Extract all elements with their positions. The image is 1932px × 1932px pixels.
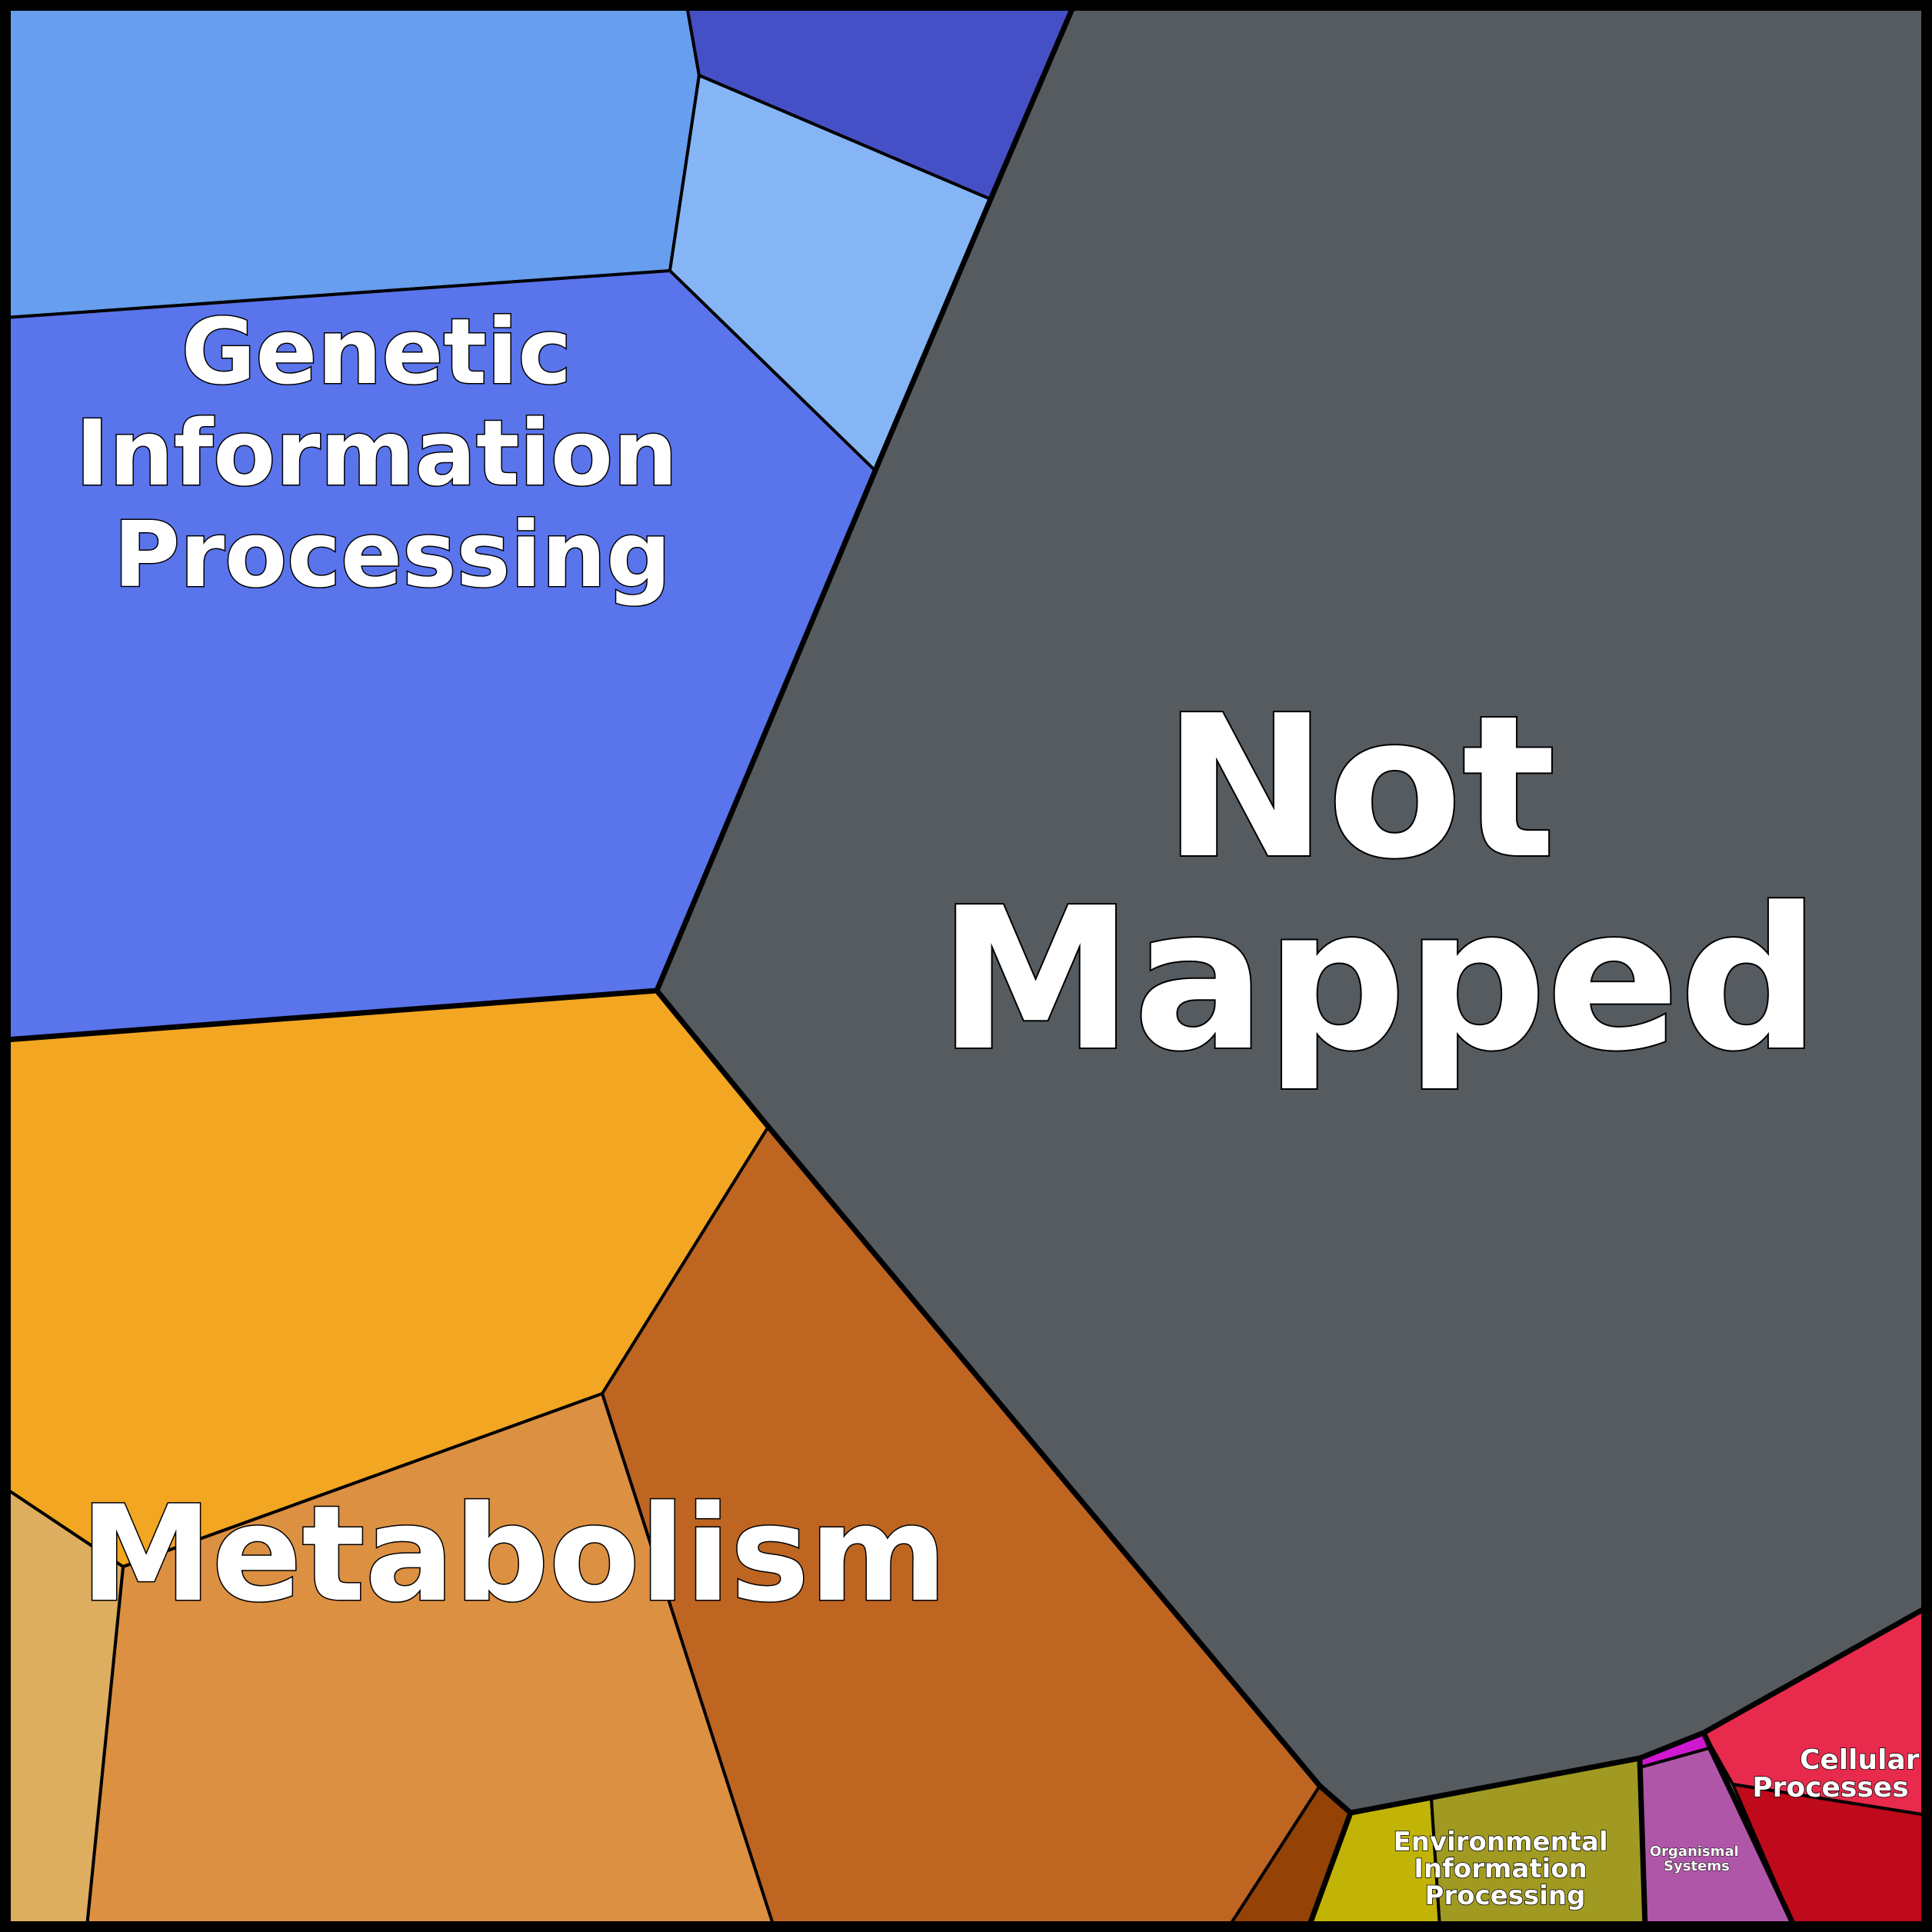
label-not-mapped-line-1: Not [1163,674,1556,902]
label-cellular-line-1: Cellular [1800,1744,1920,1776]
group-genetic-information-processing [4,4,1075,1041]
label-cellular-line-2: Processes [1752,1772,1908,1804]
label-environmental-line-2: Information [1414,1854,1587,1884]
group-environmental-information-processing [1307,1757,1647,1928]
label-not-mapped-line-2: Mapped [938,866,1820,1094]
label-genetic-line-2: Information [75,400,678,506]
label-environmental-line-1: Environmental [1394,1827,1608,1857]
label-genetic-information-processing: Genetic Information Processing [75,298,709,608]
border-genetic-metabolism [5,988,658,1043]
label-not-mapped: Not Mapped [938,674,1820,1094]
label-organismal-line-2: Systems [1664,1858,1730,1874]
cell-genetic-1[interactable] [4,4,701,319]
label-environmental-line-3: Processing [1425,1880,1586,1911]
group-metabolism [4,989,1352,1928]
label-genetic-line-1: Genetic [182,298,572,405]
label-organismal-line-1: Organismal [1650,1844,1739,1860]
label-cellular-processes: Cellular Processes [1752,1744,1929,1804]
border-metabolism-environmental [1306,1811,1354,1928]
label-genetic-line-3: Processing [113,501,671,608]
label-environmental-information-processing: Environmental Information Processing [1394,1827,1617,1911]
label-metabolism: Metabolism [81,1477,948,1631]
label-organismal-systems: Organismal Systems [1650,1844,1744,1874]
border-not-mapped [654,4,1928,1816]
border-organismal-cellular [1700,1731,1797,1928]
border-environmental-organismal [1637,1757,1648,1927]
